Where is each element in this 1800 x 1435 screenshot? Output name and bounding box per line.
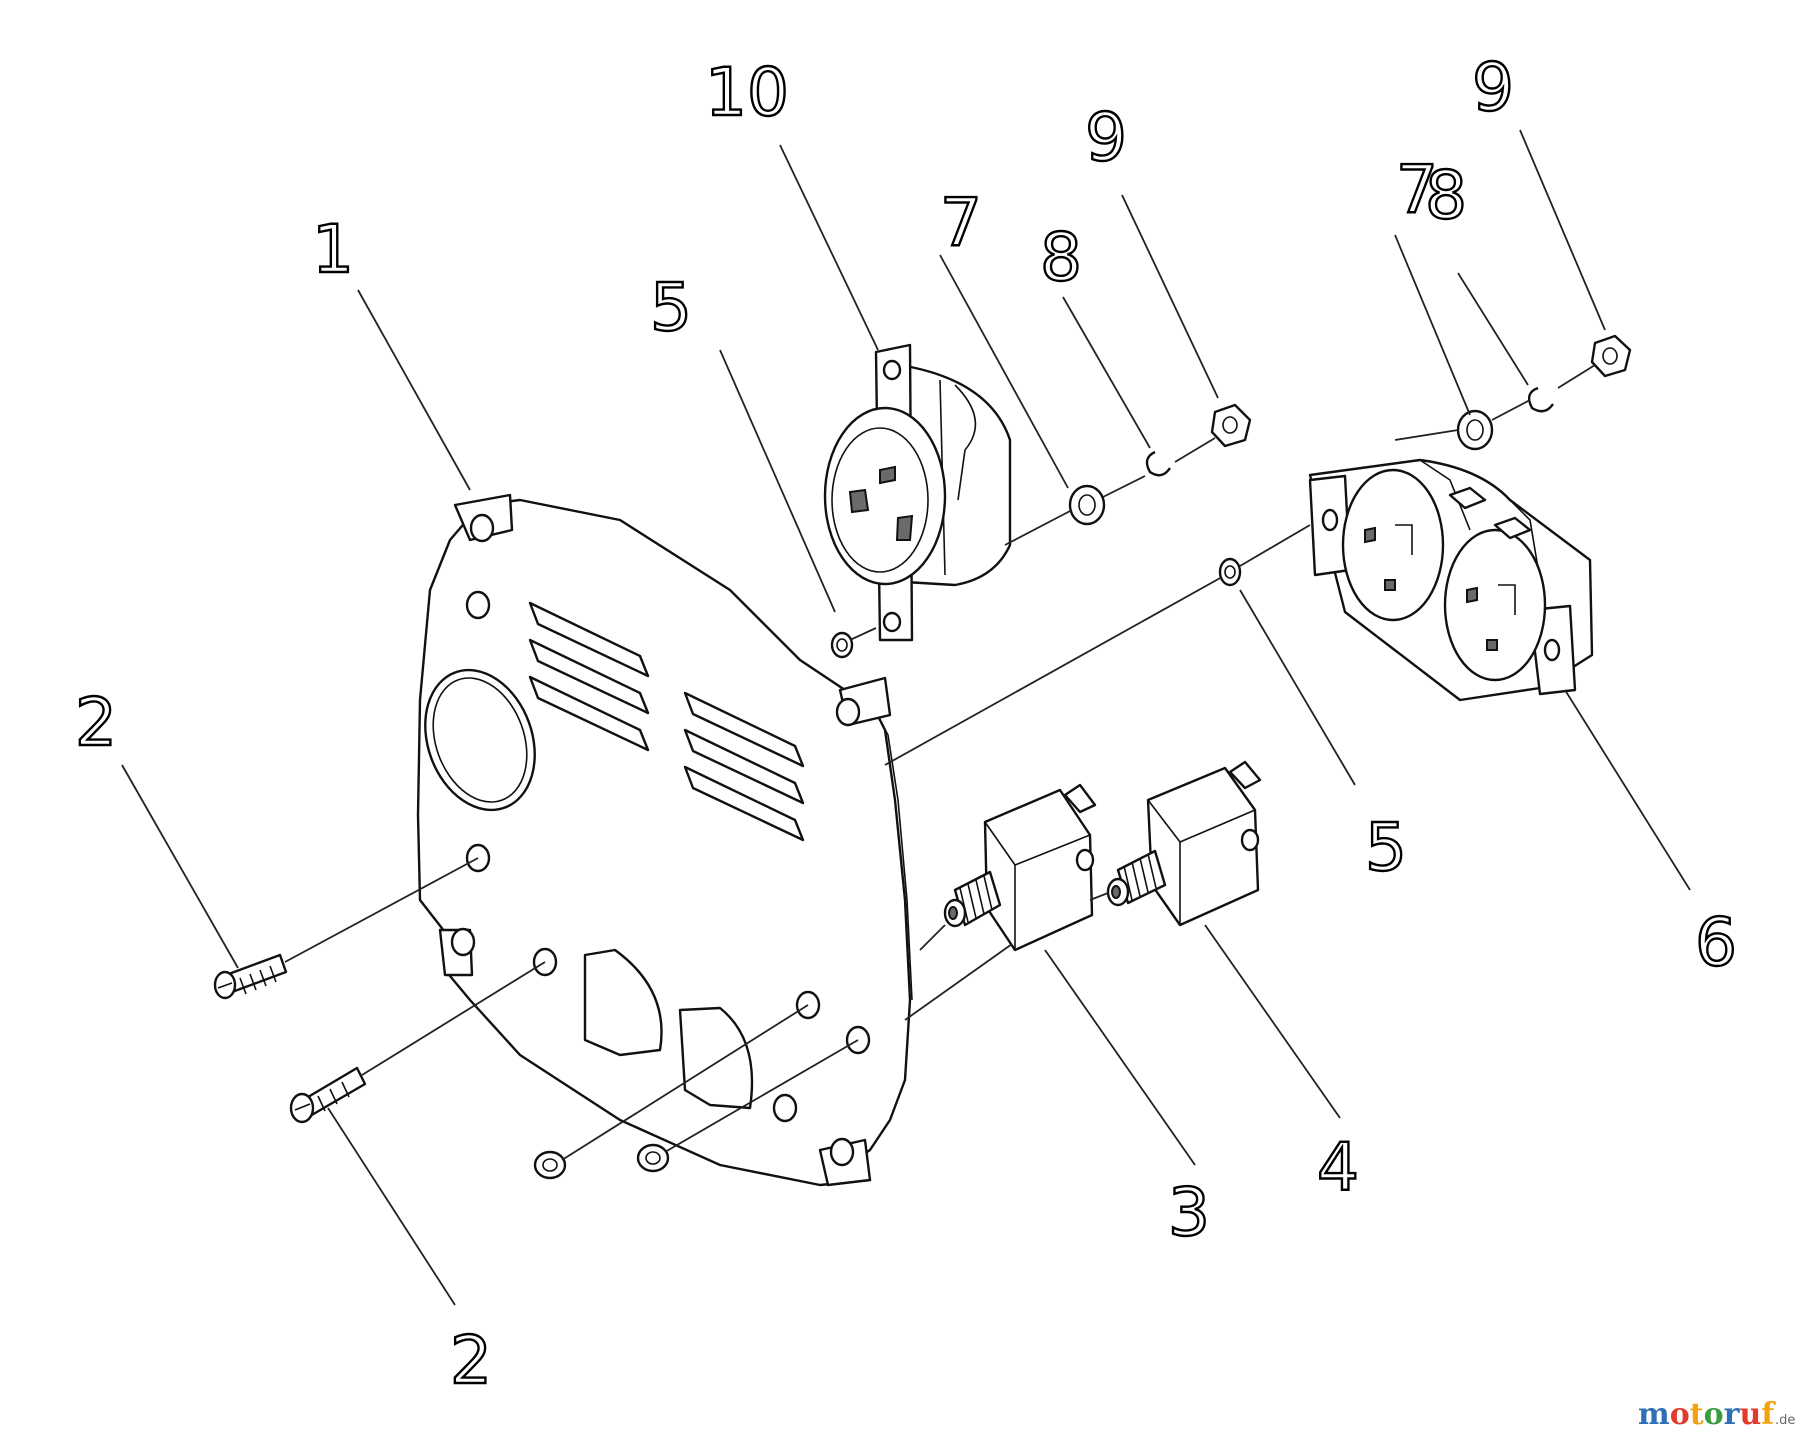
twist-lock-receptacle: [823, 343, 1012, 642]
circuit-breaker-3: [943, 783, 1097, 952]
callout-numbers: 1 2 2 3 4 5 5 6 7 7 8 8 9 9 10: [74, 48, 1738, 1400]
duplex-receptacle: [1308, 458, 1594, 702]
watermark-text: motoruf: [1638, 1397, 1776, 1432]
wm-m: m: [1638, 1397, 1670, 1432]
screw-lower: [289, 1066, 367, 1124]
callout-7-left: 7: [940, 184, 982, 261]
washer-7-b: [1456, 409, 1494, 451]
panel-nut-right: [636, 1143, 670, 1173]
lockwasher-8-a: [1145, 450, 1171, 477]
wm-o2: o: [1704, 1397, 1724, 1432]
wm-o1: o: [1670, 1397, 1690, 1432]
screw-upper: [213, 953, 288, 1000]
callout-8-left: 8: [1040, 219, 1082, 296]
leader-lines: [121, 129, 1691, 1306]
washer-7-a: [1068, 484, 1106, 526]
wm-r: r: [1724, 1397, 1741, 1432]
callout-9-right: 9: [1472, 49, 1514, 126]
washer-5-a: [830, 631, 854, 659]
control-panel: [416, 493, 913, 1187]
callout-5-right: 5: [1365, 809, 1407, 886]
wm-f: f: [1761, 1397, 1776, 1432]
callout-4: 4: [1317, 1129, 1359, 1206]
nut-9-a: [1210, 403, 1252, 448]
callout-1: 1: [312, 211, 354, 288]
callout-2-upper: 2: [75, 684, 117, 761]
lockwasher-8-b: [1527, 386, 1554, 413]
wm-u: u: [1739, 1397, 1761, 1432]
nut-9-b: [1590, 334, 1632, 378]
callout-5-left: 5: [650, 269, 692, 346]
assembly-lines: [284, 364, 1596, 1161]
circuit-breaker-4: [1106, 760, 1262, 927]
watermark-tld: .de: [1775, 1413, 1795, 1428]
callout-8-right: 8: [1425, 157, 1467, 234]
callout-6: 6: [1695, 904, 1737, 981]
motoruf-watermark-logo: motoruf .de: [1638, 1397, 1795, 1432]
callout-9-left: 9: [1085, 99, 1127, 176]
panel-nut-left: [533, 1150, 567, 1180]
washer-5-b: [1218, 557, 1242, 587]
callout-2-lower: 2: [450, 1322, 492, 1399]
callout-3: 3: [1168, 1174, 1210, 1251]
wm-t: t: [1690, 1397, 1704, 1432]
callout-10: 10: [705, 54, 789, 131]
callout-7-right: 7: [1396, 151, 1438, 228]
